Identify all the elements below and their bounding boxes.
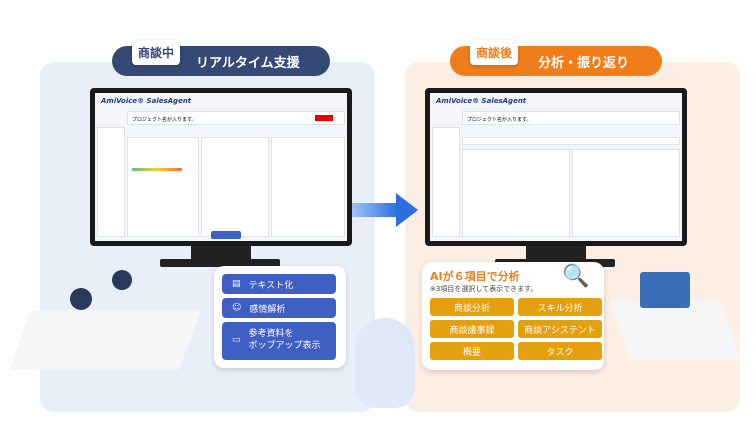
emotion-card	[127, 137, 199, 237]
realtime-app-screen: AmiVoice® SalesAgent プロジェクト名が入ります。	[95, 93, 347, 241]
left-stand-base	[160, 259, 280, 267]
analysis-banner: 商談後 分析・振り返り	[450, 40, 662, 76]
document-icon: ▤	[232, 279, 241, 289]
monitor-icon: ▭	[232, 335, 241, 346]
sidebar-right	[432, 127, 460, 237]
end-button[interactable]	[315, 115, 333, 121]
app-logo-right: AmiVoice® SalesAgent	[436, 97, 527, 105]
item-sales-analysis: 商談分析	[430, 298, 514, 316]
person-illustration-2	[112, 270, 132, 290]
pc-illustration	[640, 272, 690, 308]
arrow-body	[352, 203, 398, 217]
realtime-features-box: ▤テキスト化 ☺感情解析 ▭参考資料を ポップアップ表示	[214, 266, 346, 368]
feature-transcription: ▤テキスト化	[222, 274, 336, 294]
magnifier-chart-icon: 🔍	[562, 264, 590, 289]
app-logo: AmiVoice® SalesAgent	[101, 97, 192, 105]
project-header: プロジェクト名が入ります。	[127, 111, 345, 125]
item-skill-analysis: スキル分析	[518, 298, 602, 316]
analysis-features-box: AIが６項目で分析 ※3項目を選択して表示できます。 🔍 商談分析 スキル分析 …	[422, 262, 604, 370]
left-monitor: AmiVoice® SalesAgent プロジェクト名が入ります。	[90, 88, 352, 246]
record-button[interactable]	[211, 231, 241, 239]
tab-bar[interactable]	[462, 137, 680, 145]
right-monitor: AmiVoice® SalesAgent プロジェクト名が入ります。	[425, 88, 687, 246]
feature-popup: ▭参考資料を ポップアップ表示	[222, 322, 336, 360]
during-meeting-tag: 商談中	[132, 40, 181, 65]
analysis-title: 分析・振り返り	[538, 55, 630, 71]
realtime-title: リアルタイム支援	[196, 55, 300, 71]
project-header-right: プロジェクト名が入ります。	[462, 111, 680, 125]
analysis-app-screen: AmiVoice® SalesAgent プロジェクト名が入ります。	[430, 93, 682, 241]
right-stand	[526, 246, 586, 260]
desk-illustration	[609, 300, 741, 360]
item-minutes: 商談議事録	[430, 320, 514, 338]
after-meeting-tag: 商談後	[470, 40, 519, 65]
person-illustration	[70, 288, 92, 310]
analysis-note: ※3項目を選択して表示できます。	[430, 285, 538, 293]
item-tasks: タスク	[518, 342, 602, 360]
analysis-heading: AIが６項目で分析	[430, 270, 520, 283]
transcript-card	[271, 137, 345, 237]
sidebar	[97, 127, 125, 237]
smile-icon: ☺	[232, 303, 242, 313]
project-name-right: プロジェクト名が入ります。	[467, 117, 532, 123]
popup-card	[201, 137, 269, 237]
meeting-desk-illustration	[9, 310, 201, 370]
project-name: プロジェクト名が入ります。	[132, 117, 197, 123]
feature-emotion: ☺感情解析	[222, 298, 336, 318]
arrow-right-icon	[396, 193, 418, 227]
realtime-banner: 商談中 リアルタイム支援	[112, 40, 330, 76]
robot-mascot-icon	[355, 318, 415, 408]
item-assistant: 商談アシステント	[518, 320, 602, 338]
minutes-card	[572, 149, 680, 237]
analysis-card	[462, 149, 570, 237]
left-stand	[191, 246, 251, 260]
item-summary: 概要	[430, 342, 514, 360]
